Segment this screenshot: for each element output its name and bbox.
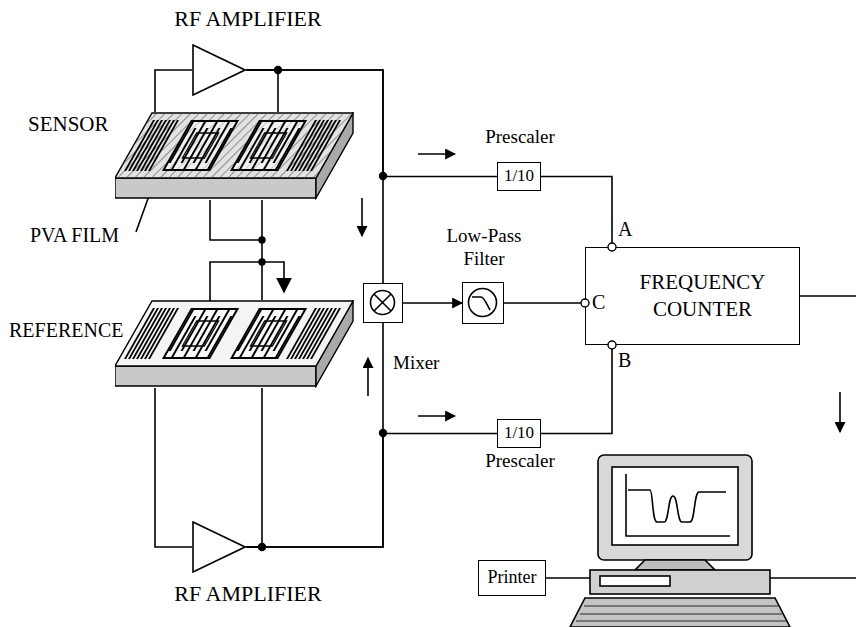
flow-arrow	[367, 358, 369, 396]
signal-wire	[246, 434, 497, 548]
flow-arrow	[839, 392, 841, 432]
input-port	[581, 299, 589, 307]
printer-box: Printer	[478, 560, 546, 596]
printer-wire	[546, 577, 590, 579]
leader-line	[136, 193, 150, 232]
port-name: B	[618, 349, 631, 371]
port-name: A	[618, 218, 632, 240]
film-label: PVA FILM	[30, 224, 119, 246]
counter-output-wire	[800, 295, 856, 297]
counter-label: FREQUENCY COUNTER	[628, 269, 778, 324]
mixer-label: Mixer	[393, 352, 439, 375]
signal-wire	[246, 70, 278, 112]
port-name: C	[592, 291, 605, 313]
computer-wire	[770, 577, 856, 579]
printer-label: Printer	[488, 566, 537, 589]
amplifier-label: RF AMPLIFIER	[174, 6, 321, 32]
saw-sensor: SENSOR	[115, 112, 355, 200]
signal-wire	[403, 302, 462, 304]
frequency-counter: FREQUENCY COUNTER	[585, 247, 800, 345]
signal-wire	[155, 70, 192, 112]
junction-dot	[259, 259, 265, 265]
amplifier-triangle	[192, 521, 246, 573]
mixer: Mixer	[363, 283, 403, 323]
junction-dot	[380, 173, 387, 180]
flow-arrow	[418, 153, 455, 155]
mixer-symbol	[364, 284, 401, 321]
input-port	[608, 243, 616, 251]
signal-wire	[504, 302, 585, 304]
filter-label: Low-Pass Filter	[434, 225, 534, 271]
prescaler-box: 1/10Prescaler	[497, 419, 541, 448]
prescaler-label: Prescaler	[485, 450, 555, 473]
input-port	[608, 341, 616, 349]
saw-device	[115, 112, 355, 200]
prescaler-box: Prescaler1/10	[497, 162, 541, 191]
signal-wire	[541, 345, 612, 434]
rf-amplifier: RF AMPLIFIER	[192, 521, 246, 573]
rf-amplifier: RF AMPLIFIER	[192, 44, 246, 96]
junction-dot	[259, 237, 265, 243]
low-pass-filter: Low-Pass Filter	[462, 282, 504, 324]
junction-dot	[259, 544, 266, 551]
signal-wire	[246, 388, 262, 547]
flow-arrow	[361, 198, 363, 236]
amplifier-label: RF AMPLIFIER	[174, 581, 321, 607]
prescaler-label: Prescaler	[485, 126, 555, 149]
amplifier-triangle	[192, 44, 246, 96]
saw-reference: REFERENCE	[115, 300, 355, 388]
saw-device	[115, 300, 355, 388]
signal-wire	[261, 200, 263, 300]
computer	[570, 455, 790, 627]
ground-wire	[210, 200, 262, 240]
signal-wire	[541, 177, 612, 248]
signal-wire	[155, 388, 192, 547]
division-ratio: 1/10	[504, 165, 534, 187]
flow-arrow	[418, 415, 455, 417]
filter-symbol	[463, 283, 502, 322]
ground-arrow	[262, 262, 284, 292]
device-label: REFERENCE	[9, 318, 123, 342]
division-ratio: 1/10	[504, 422, 534, 444]
junction-dot	[275, 67, 282, 74]
ground-wire	[210, 262, 262, 301]
device-label: SENSOR	[28, 112, 109, 137]
junction-dot	[380, 430, 387, 437]
